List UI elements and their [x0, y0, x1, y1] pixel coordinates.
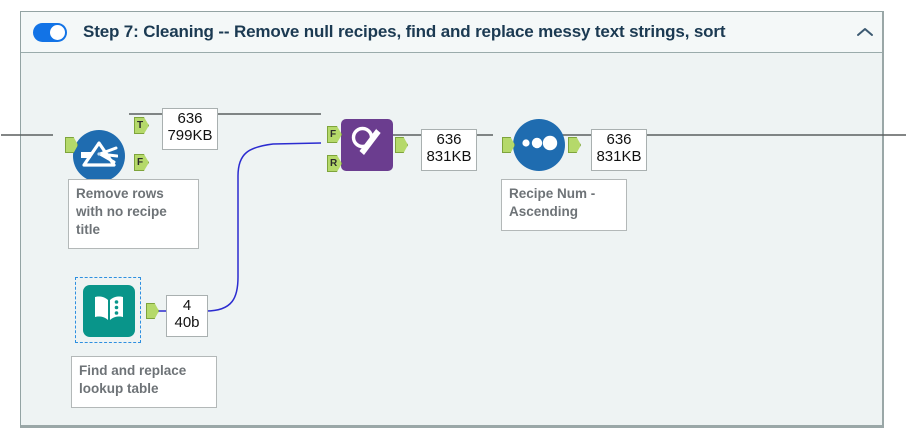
filter-annotation: Remove rows with no recipe title	[68, 179, 199, 249]
find-replace-tool-node[interactable]	[341, 119, 393, 171]
filter-tool-icon-bg	[73, 130, 125, 182]
sort-tool-node[interactable]	[513, 119, 565, 171]
filter-false-output-anchor[interactable]: F	[134, 154, 149, 171]
find-replace-replace-input-anchor[interactable]: R	[327, 155, 342, 172]
annotation-line: Ascending	[509, 204, 579, 219]
annotation-line: Remove rows	[76, 186, 164, 201]
filter-input-anchor[interactable]	[65, 137, 78, 153]
find-replace-find-input-anchor[interactable]: F	[327, 126, 342, 143]
sort-annotation: Recipe Num - Ascending	[501, 179, 627, 231]
record-count: 4	[182, 297, 192, 314]
data-size: 40b	[174, 314, 200, 331]
filter-true-output-anchor[interactable]: T	[134, 117, 149, 134]
record-count: 636	[436, 131, 462, 148]
tool-container[interactable]: Step 7: Cleaning -- Remove null recipes,…	[1, 11, 906, 428]
text-input-tool-node[interactable]	[75, 277, 141, 343]
find-replace-output-anchor[interactable]	[395, 137, 408, 153]
sort-output-anchor[interactable]	[568, 137, 581, 153]
annotation-line: with no recipe	[76, 204, 167, 219]
record-count: 636	[177, 110, 203, 127]
filter-true-size-label: 636 799KB	[162, 108, 218, 150]
find-replace-out-size-label: 636 831KB	[421, 129, 477, 171]
filter-tool-node[interactable]	[73, 130, 125, 182]
annotation-line: lookup table	[79, 381, 159, 396]
sort-dots-icon	[519, 133, 559, 158]
sort-tool-icon-bg	[513, 119, 565, 171]
sort-out-size-label: 636 831KB	[591, 129, 647, 171]
open-book-icon	[91, 292, 127, 331]
annotation-line: title	[76, 222, 101, 237]
data-size: 831KB	[426, 148, 472, 165]
container-enabled-toggle[interactable]	[33, 22, 67, 42]
text-input-tool-icon-bg	[83, 285, 135, 337]
text-input-out-size-label: 4 40b	[166, 295, 208, 337]
filter-prism-icon	[80, 139, 119, 174]
container-header[interactable]: Step 7: Cleaning -- Remove null recipes,…	[21, 12, 882, 53]
sort-input-anchor[interactable]	[502, 137, 515, 153]
find-replace-tool-icon-bg	[341, 119, 393, 171]
find-replace-magnifier-pencil-icon	[348, 124, 386, 167]
toggle-knob	[50, 24, 65, 40]
text-input-annotation: Find and replace lookup table	[71, 356, 217, 408]
selection-outline	[75, 277, 141, 343]
annotation-line: Recipe Num -	[509, 186, 596, 201]
data-size: 799KB	[167, 127, 213, 144]
data-size: 831KB	[596, 148, 642, 165]
text-input-output-anchor[interactable]	[146, 303, 159, 319]
chevron-up-icon[interactable]	[848, 12, 882, 53]
workflow-canvas[interactable]: T F 636 799KB Remove rows with no recipe…	[1, 53, 906, 425]
record-count: 636	[606, 131, 632, 148]
annotation-line: Find and replace	[79, 363, 187, 378]
container-title: Step 7: Cleaning -- Remove null recipes,…	[83, 22, 726, 41]
